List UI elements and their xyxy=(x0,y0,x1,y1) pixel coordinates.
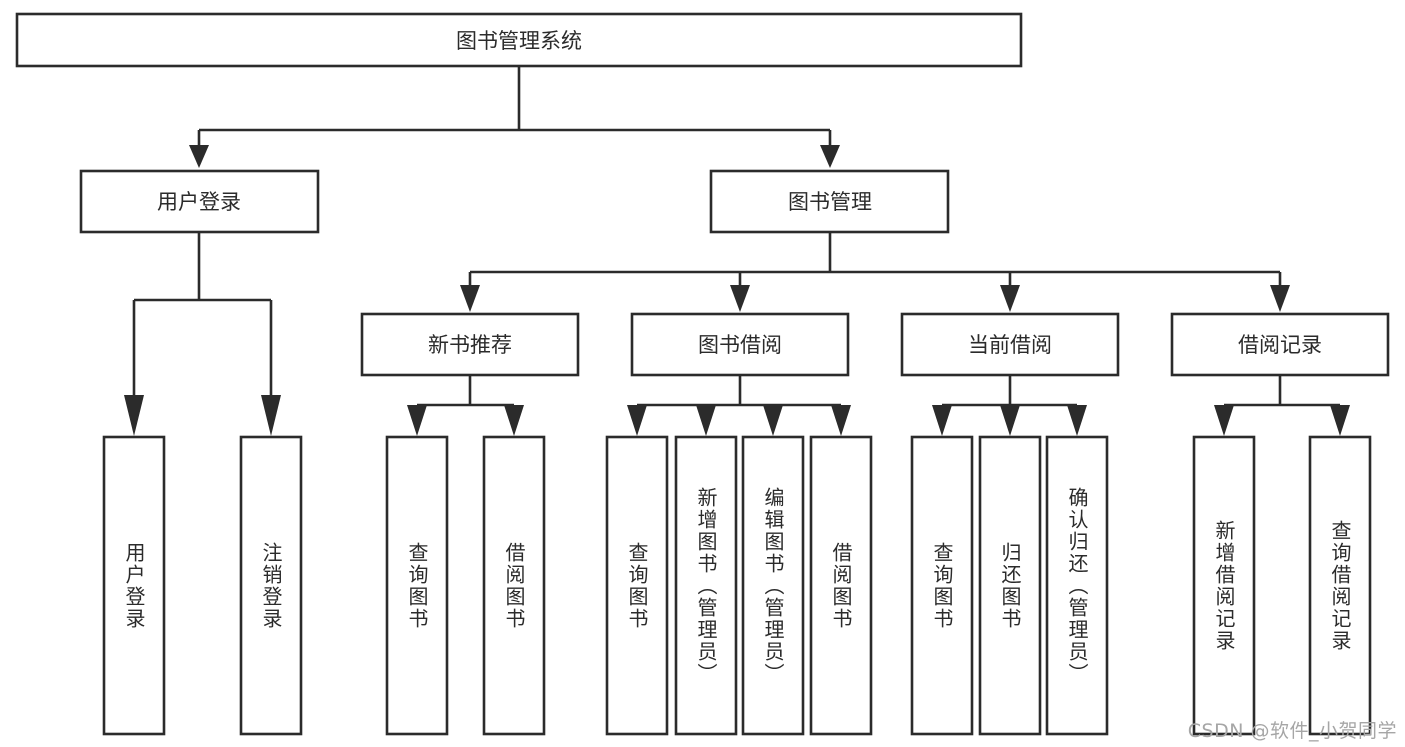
arrowhead-to-leaf-borrow-book-1 xyxy=(504,405,524,436)
node-new-book-rec-label: 新书推荐 xyxy=(428,333,512,357)
node-current-borrow-box[interactable] xyxy=(900,312,1120,377)
node-book-borrow-label: 图书借阅 xyxy=(698,333,782,357)
arrowhead-to-leaf-confirm-return xyxy=(1067,405,1087,436)
node-user-login-label: 用户登录 xyxy=(157,190,241,214)
arrowhead-to-leaf-add-book xyxy=(696,405,716,436)
node-leaf-query-book-2-box[interactable] xyxy=(605,435,669,736)
arrowhead-to-leaf-query-book-1 xyxy=(407,405,427,436)
arrowhead-to-leaf-edit-book xyxy=(763,405,783,436)
node-root[interactable]: 图书管理系统 xyxy=(15,12,1023,68)
leaf-box-layer[interactable] xyxy=(102,435,1372,736)
connector-new-book-rec-to-bus xyxy=(415,376,516,412)
node-leaf-borrow-book-2-box[interactable] xyxy=(809,435,873,736)
arrowhead-to-book-borrow xyxy=(730,285,750,312)
connector-book-borrow-to-bus xyxy=(635,376,843,412)
arrowhead-to-user-login xyxy=(189,145,209,168)
arrowhead-to-book-mgmt xyxy=(820,145,840,168)
arrowhead-to-borrow-record xyxy=(1270,285,1290,312)
node-leaf-query-book-3-box[interactable] xyxy=(910,435,974,736)
node-current-borrow-label: 当前借阅 xyxy=(968,333,1052,357)
connector-user-login-to-bus xyxy=(132,233,273,398)
node-user-login[interactable]: 用户登录 xyxy=(79,169,320,234)
node-book-borrow-box[interactable] xyxy=(630,312,850,377)
node-borrow-record-label: 借阅记录 xyxy=(1238,333,1322,357)
connector-book-mgmt-to-bus xyxy=(468,233,1282,288)
connector-root-to-bus xyxy=(197,66,832,148)
csdn-watermark: CSDN @软件_小贺同学 xyxy=(1187,720,1397,742)
node-leaf-query-record-box[interactable] xyxy=(1308,435,1372,736)
node-leaf-add-record-box[interactable] xyxy=(1192,435,1256,736)
node-leaf-borrow-book-1-box[interactable] xyxy=(482,435,546,736)
arrowhead-to-leaf-query-book-2 xyxy=(627,405,647,436)
connector-borrow-record-to-bus xyxy=(1222,376,1342,412)
node-borrow-record[interactable]: 借阅记录 xyxy=(1170,312,1390,377)
arrowhead-to-new-book-rec xyxy=(460,285,480,312)
node-user-login-box[interactable] xyxy=(79,169,320,234)
arrowhead-to-leaf-borrow-book-2 xyxy=(831,405,851,436)
node-book-mgmt-label: 图书管理 xyxy=(788,190,872,214)
node-root-label: 图书管理系统 xyxy=(456,29,582,53)
node-leaf-user-login-box[interactable] xyxy=(102,435,166,736)
node-new-book-rec-box[interactable] xyxy=(360,312,580,377)
arrowhead-to-leaf-user-login xyxy=(124,395,144,436)
node-leaf-confirm-return-box[interactable] xyxy=(1045,435,1109,736)
node-leaf-edit-book-box[interactable] xyxy=(741,435,805,736)
arrowhead-to-current-borrow xyxy=(1000,285,1020,312)
node-book-borrow[interactable]: 图书借阅 xyxy=(630,312,850,377)
node-book-mgmt[interactable]: 图书管理 xyxy=(709,169,950,234)
arrowhead-to-leaf-return-book xyxy=(1000,405,1020,436)
node-leaf-user-logout-box[interactable] xyxy=(239,435,303,736)
node-root-box[interactable] xyxy=(15,12,1023,68)
node-current-borrow[interactable]: 当前借阅 xyxy=(900,312,1120,377)
arrowhead-to-leaf-add-record xyxy=(1214,405,1234,436)
node-leaf-add-book-box[interactable] xyxy=(674,435,738,736)
node-borrow-record-box[interactable] xyxy=(1170,312,1390,377)
node-book-mgmt-box[interactable] xyxy=(709,169,950,234)
node-new-book-rec[interactable]: 新书推荐 xyxy=(360,312,580,377)
arrowhead-to-leaf-query-book-3 xyxy=(932,405,952,436)
arrowhead-to-leaf-user-logout xyxy=(261,395,281,436)
connector-layer xyxy=(124,66,1350,436)
arrowhead-to-leaf-query-record xyxy=(1330,405,1350,436)
node-leaf-return-book-box[interactable] xyxy=(978,435,1042,736)
node-leaf-query-book-1-box[interactable] xyxy=(385,435,449,736)
